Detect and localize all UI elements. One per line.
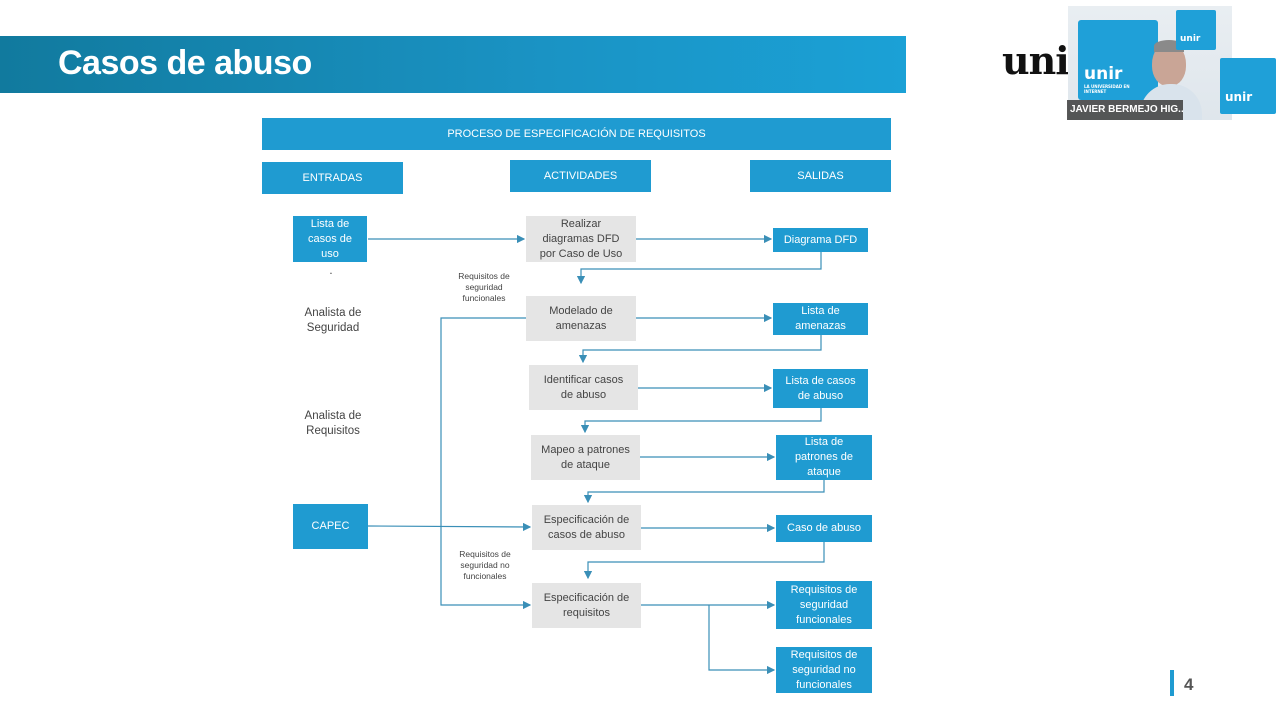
arrow-mapping-return bbox=[583, 480, 825, 504]
presenter-name-label: JAVIER BERMEJO HIG... bbox=[1067, 100, 1183, 120]
activity-identify-abuse: Identificar casos de abuso bbox=[529, 365, 638, 410]
output-dfd-diagram: Diagrama DFD bbox=[773, 228, 868, 252]
input-security-analyst: Analista de Seguridad bbox=[304, 307, 362, 334]
output-abuse-case: Caso de abuso bbox=[776, 515, 872, 542]
activity-spec-requirements: Especificación de requisitos bbox=[532, 583, 641, 628]
input-use-case-list: Lista de casos de uso bbox=[293, 216, 367, 262]
column-header-inputs: ENTRADAS bbox=[262, 162, 403, 194]
output-functional-requirements: Requisitos de seguridad funcionales bbox=[776, 581, 872, 629]
unir-tile-subtext: LA UNIVERSIDAD EN INTERNET bbox=[1084, 84, 1130, 94]
input-capec: CAPEC bbox=[293, 504, 368, 549]
note-functional-requirements: Requisitos de seguridad funcionales bbox=[458, 271, 510, 303]
arrow-dfd-return bbox=[576, 252, 822, 285]
note-nonfunctional-requirements: Requisitos de seguridad no funcionales bbox=[459, 549, 511, 581]
arrow-capec-to-spec bbox=[367, 522, 532, 532]
slide-title: Casos de abuso bbox=[58, 44, 312, 82]
unir-tile-text: unir bbox=[1084, 64, 1123, 84]
unir-tile-small-1[interactable]: unir bbox=[1176, 10, 1216, 50]
unir-tile-small-2[interactable]: unir bbox=[1220, 58, 1276, 114]
column-header-activities: ACTIVIDADES bbox=[510, 160, 651, 192]
output-attack-pattern-list: Lista de patrones de ataque bbox=[776, 435, 872, 480]
arrow-threat-to-requirements bbox=[440, 317, 532, 610]
arrow-threat-return bbox=[578, 335, 822, 364]
output-nonfunctional-requirements: Requisitos de seguridad no funcionales bbox=[776, 647, 872, 693]
title-bar bbox=[0, 36, 906, 93]
arrow-abusecase-return bbox=[583, 542, 825, 580]
arrow-identify-return bbox=[580, 408, 822, 434]
page-number: 4 bbox=[1184, 675, 1194, 694]
unir-tile-small-2-text: unir bbox=[1225, 90, 1253, 104]
unir-tile-main: unir LA UNIVERSIDAD EN INTERNET bbox=[1078, 20, 1158, 100]
unir-logo: uni bbox=[1002, 38, 1070, 83]
page-number-bar bbox=[1170, 670, 1174, 696]
activity-dfd: Realizar diagramas DFD por Caso de Uso bbox=[526, 216, 636, 262]
activity-attack-patterns: Mapeo a patrones de ataque bbox=[531, 435, 640, 480]
column-header-outputs: SALIDAS bbox=[750, 160, 891, 192]
output-threat-list: Lista de amenazas bbox=[773, 303, 868, 335]
activity-spec-abuse: Especificación de casos de abuso bbox=[532, 505, 641, 550]
input-requirements-analyst: Analista de Requisitos bbox=[304, 410, 362, 437]
output-abuse-list: Lista de casos de abuso bbox=[773, 369, 868, 408]
process-header: PROCESO DE ESPECIFICACIÓN DE REQUISITOS bbox=[262, 118, 891, 150]
activity-threat-modeling: Modelado de amenazas bbox=[526, 296, 636, 341]
unir-tile-small-1-text: unir bbox=[1180, 34, 1201, 44]
input-dot: . bbox=[329, 265, 333, 277]
arrow-req-to-nonfunctional bbox=[708, 605, 776, 675]
